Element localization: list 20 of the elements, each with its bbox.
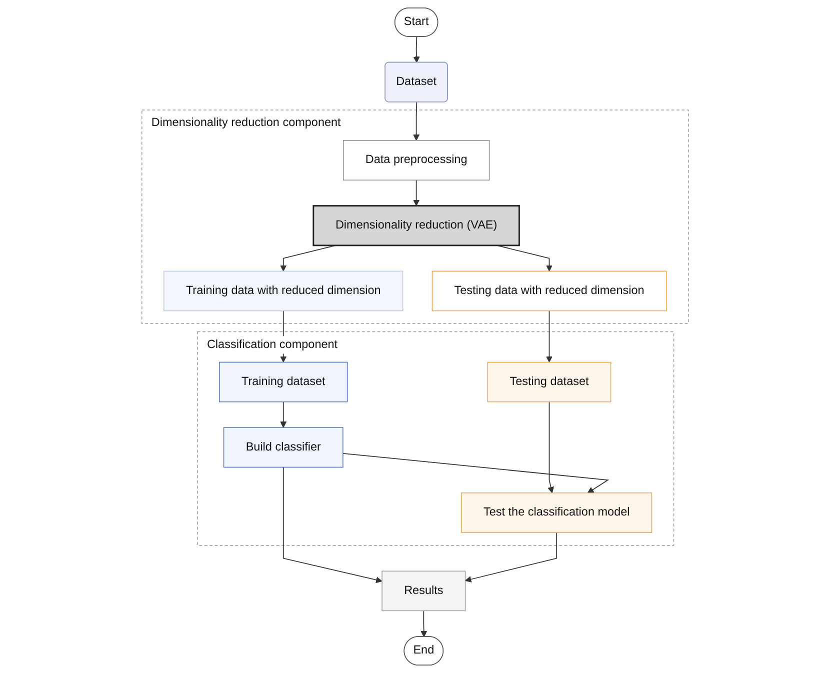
node-box: Testing data with reduced dimension — [432, 270, 667, 312]
arrow — [546, 310, 552, 362]
arrow — [412, 180, 420, 206]
arrow — [548, 401, 554, 494]
node-box: Training dataset — [218, 362, 348, 402]
node-box: Dimensionality reduction (VAE) — [312, 205, 520, 246]
arrow — [413, 36, 420, 63]
arrow — [280, 401, 286, 428]
node-box: Training data with reduced dimension — [163, 270, 404, 312]
arrow — [282, 466, 382, 584]
node-box: Test the classification model — [460, 492, 652, 533]
arrow — [420, 610, 427, 638]
arrow — [464, 532, 557, 582]
node-box: Results — [382, 570, 466, 612]
arrow — [342, 452, 610, 494]
arrow — [412, 102, 420, 141]
arrow — [280, 245, 336, 272]
node-box: Testing dataset — [487, 362, 612, 402]
node-box: Data preprocessing — [342, 140, 490, 180]
node-box: Build classifier — [223, 427, 344, 468]
